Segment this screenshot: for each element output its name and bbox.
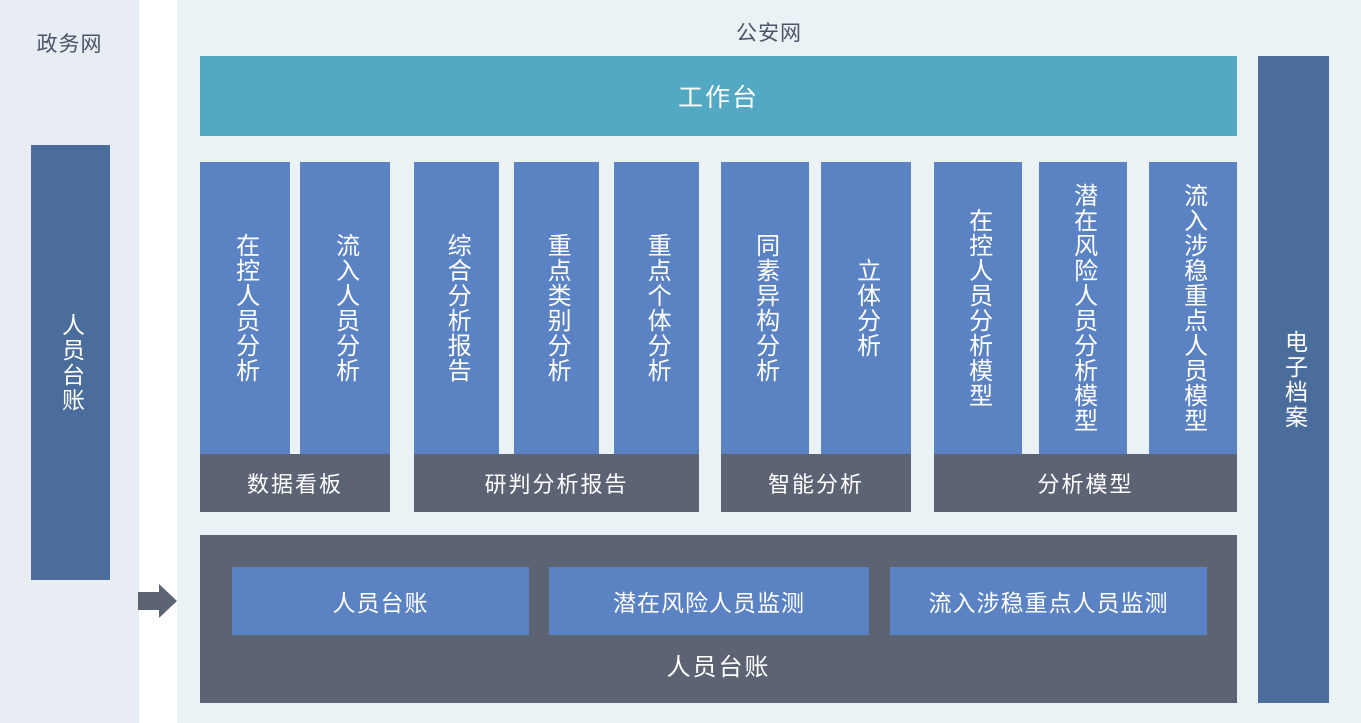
ledger-section-caption: 人员台账 — [666, 653, 771, 681]
module-column-label: 在控人员分析模型 — [964, 208, 993, 408]
group-label-text: 数据看板 — [246, 473, 343, 498]
module-column[interactable]: 综合分析报告 — [414, 162, 499, 454]
personnel-ledger-source-block[interactable]: 人员台账 — [31, 145, 110, 580]
module-column[interactable]: 在控人员分析模型 — [934, 162, 1022, 454]
ledger-box-label: 人员台账 — [332, 591, 429, 617]
module-column[interactable]: 流入涉稳重点人员模型 — [1149, 162, 1237, 454]
module-column-label: 潜在风险人员分析模型 — [1069, 183, 1098, 433]
group-label-text: 研判分析报告 — [484, 473, 629, 498]
module-column-label: 流入人员分析 — [331, 233, 360, 383]
right-arrow-icon — [137, 580, 179, 622]
module-column-label: 立体分析 — [852, 258, 881, 358]
government-network-panel: 政务网 人员台账 — [0, 0, 139, 723]
group-label[interactable]: 分析模型 — [934, 454, 1237, 512]
group-data-dashboard: 在控人员分析 流入人员分析 数据看板 — [200, 162, 390, 516]
module-column-label: 在控人员分析 — [231, 233, 260, 383]
workbench-label: 工作台 — [677, 83, 759, 112]
module-column[interactable]: 流入人员分析 — [300, 162, 390, 454]
module-column[interactable]: 重点类别分析 — [514, 162, 599, 454]
ledger-box-label: 流入涉稳重点人员监测 — [928, 591, 1169, 617]
group-label-text: 智能分析 — [767, 473, 864, 498]
government-network-title: 政务网 — [36, 32, 103, 56]
workbench-bar[interactable]: 工作台 — [200, 56, 1237, 136]
module-column-label: 综合分析报告 — [443, 233, 472, 383]
group-intelligent-analysis: 同素异构分析 立体分析 智能分析 — [721, 162, 911, 516]
public-security-network-title: 公安网 — [736, 21, 802, 45]
module-column-label: 流入涉稳重点人员模型 — [1179, 183, 1208, 433]
module-column[interactable]: 同素异构分析 — [721, 162, 809, 454]
personnel-ledger-source-label: 人员台账 — [57, 312, 84, 413]
module-column[interactable]: 在控人员分析 — [200, 162, 290, 454]
module-column[interactable]: 潜在风险人员分析模型 — [1039, 162, 1127, 454]
module-column[interactable]: 重点个体分析 — [614, 162, 699, 454]
group-analysis-model: 在控人员分析模型 潜在风险人员分析模型 流入涉稳重点人员模型 分析模型 — [934, 162, 1237, 516]
personnel-ledger-section: 人员台账 潜在风险人员监测 流入涉稳重点人员监测 人员台账 — [200, 535, 1237, 703]
electronic-archive-label: 电子档案 — [1280, 329, 1307, 430]
group-label[interactable]: 数据看板 — [200, 454, 390, 512]
electronic-archive-panel[interactable]: 电子档案 — [1258, 56, 1329, 703]
ledger-box[interactable]: 潜在风险人员监测 — [549, 567, 869, 635]
ledger-box-label: 潜在风险人员监测 — [613, 591, 805, 617]
group-label-text: 分析模型 — [1037, 473, 1134, 498]
module-column[interactable]: 立体分析 — [821, 162, 911, 454]
module-column-label: 重点个体分析 — [643, 233, 672, 383]
ledger-box[interactable]: 人员台账 — [232, 567, 529, 635]
module-column-label: 同素异构分析 — [751, 233, 780, 383]
group-label[interactable]: 研判分析报告 — [414, 454, 699, 512]
group-label[interactable]: 智能分析 — [721, 454, 911, 512]
ledger-box[interactable]: 流入涉稳重点人员监测 — [890, 567, 1207, 635]
group-analysis-report: 综合分析报告 重点类别分析 重点个体分析 研判分析报告 — [414, 162, 699, 516]
module-column-label: 重点类别分析 — [543, 233, 572, 383]
